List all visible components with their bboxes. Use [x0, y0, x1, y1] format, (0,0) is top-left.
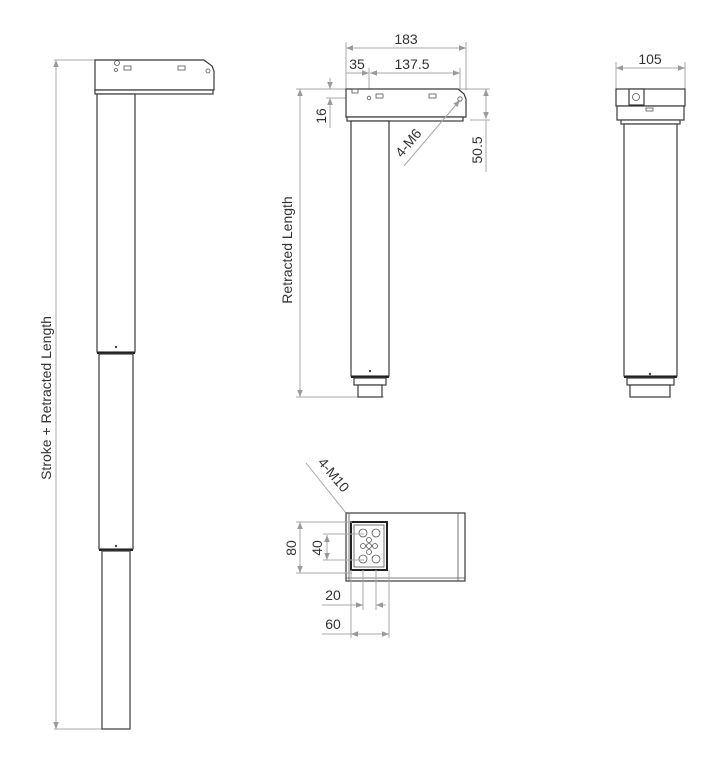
- dim-50-5: 50.5: [469, 136, 485, 163]
- dim-137-5: 137.5: [394, 56, 429, 72]
- mount-plate: [350, 521, 388, 571]
- top-bracket: [345, 88, 467, 118]
- stroke-retracted-length-label: Stroke + Retracted Length: [38, 316, 54, 480]
- side-view: 105: [615, 51, 686, 398]
- top-bracket: [94, 59, 215, 91]
- outer-tube: [96, 93, 136, 353]
- inner-tube: [101, 550, 131, 730]
- retracted-front-view: 183 35 137.5 16 Retracted Length 50.5 4-…: [279, 31, 490, 398]
- middle-tube: [98, 353, 134, 550]
- outer-tube: [350, 120, 390, 377]
- foot: [357, 384, 383, 398]
- outer-tube: [623, 123, 678, 377]
- foot: [629, 384, 671, 398]
- dim-40: 40: [309, 540, 325, 556]
- dim-16: 16: [313, 108, 329, 124]
- bottom-view: 4-M10 80 40 20: [283, 454, 466, 638]
- thread-callout-m6: 4-M6: [392, 125, 425, 160]
- dim-105: 105: [638, 51, 662, 67]
- extended-front-view: Stroke + Retracted Length: [38, 59, 215, 730]
- dim-80: 80: [283, 540, 299, 556]
- dim-20: 20: [325, 587, 341, 603]
- side-bracket-top: [615, 88, 686, 107]
- thread-callout-m10: 4-M10: [315, 454, 353, 495]
- dim-183: 183: [394, 31, 418, 47]
- retracted-length-label: Retracted Length: [279, 196, 295, 303]
- dim-60: 60: [325, 616, 341, 632]
- dim-35: 35: [349, 56, 365, 72]
